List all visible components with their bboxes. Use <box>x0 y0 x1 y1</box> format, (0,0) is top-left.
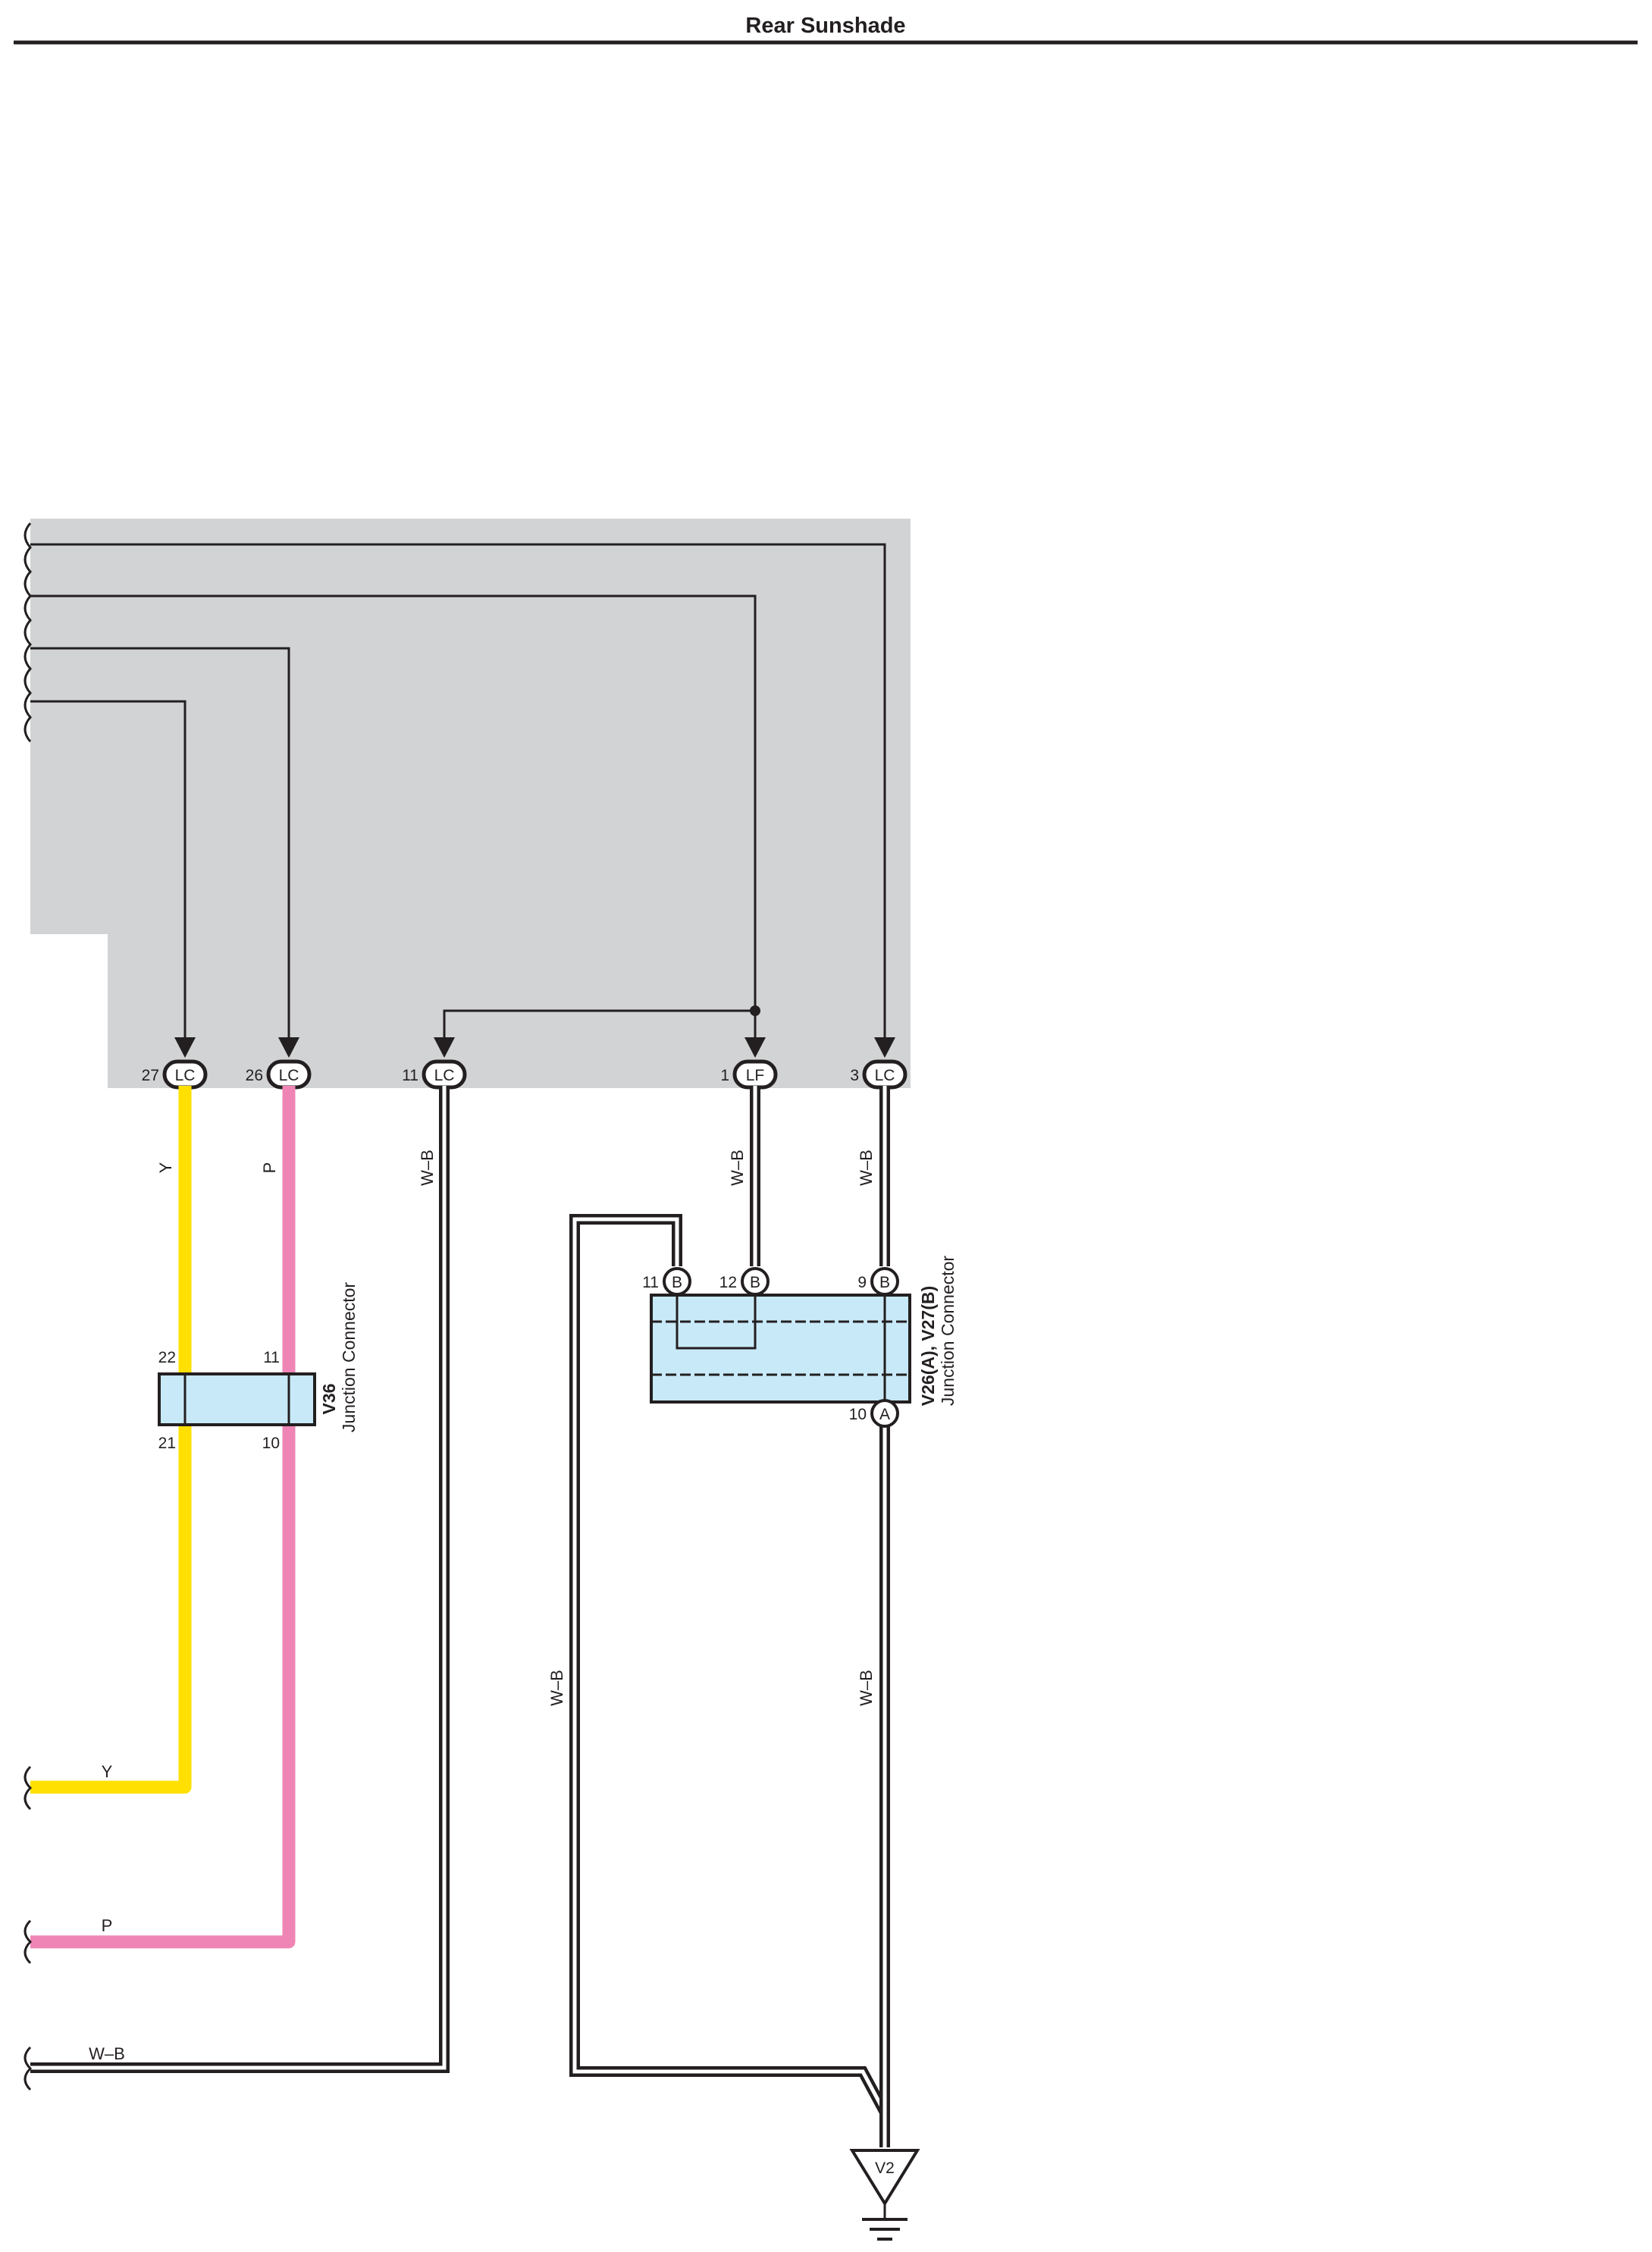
wire-label-p-vertical: P <box>260 1162 279 1174</box>
break-mark-y <box>24 1765 33 1811</box>
break-mark-p <box>24 1919 33 1965</box>
wire-label-wb-lf1: W–B <box>728 1150 747 1186</box>
terminal-code: LC <box>434 1067 455 1084</box>
arrow-1 <box>744 1037 766 1058</box>
wire-label-p-exit: P <box>102 1916 113 1935</box>
terminal-arrows <box>174 1037 895 1058</box>
terminal-pin-number: 27 <box>142 1067 159 1084</box>
v36-pin-22: 22 <box>158 1349 176 1366</box>
wire-label-wb-lc11: W–B <box>418 1150 437 1186</box>
internal-wire-lc11 <box>443 1009 755 1039</box>
terminal-circle <box>663 1267 691 1296</box>
terminal-code: LC <box>875 1067 895 1084</box>
arrow-11 <box>434 1037 455 1058</box>
terminal-pin-number: 12 <box>719 1274 737 1291</box>
terminal-pin-number: 10 <box>849 1406 867 1423</box>
arrow-3 <box>874 1037 895 1058</box>
internal-wire-lf1 <box>30 594 757 1039</box>
v36-pin-11: 11 <box>263 1349 280 1366</box>
terminal-code: A <box>879 1406 890 1423</box>
terminal-code: B <box>750 1274 760 1291</box>
wb-wire-lc11 <box>30 1086 450 2073</box>
v36-pin-21: 21 <box>158 1435 176 1452</box>
terminal-pin-number: 9 <box>857 1274 867 1291</box>
ground-v2: V2 <box>849 2149 920 2241</box>
v36-box <box>158 1372 316 1426</box>
break-marks-bottom <box>24 1765 33 2091</box>
ecu-body <box>30 519 911 1088</box>
arrow-27 <box>174 1037 196 1058</box>
internal-wire-lc3 <box>30 543 886 1039</box>
v26-terminal-2: B9 <box>857 1267 899 1296</box>
terminal-circle <box>870 1267 899 1296</box>
wb-wires <box>30 1086 890 2147</box>
wire-yellow <box>30 1086 192 1794</box>
wire-pink <box>30 1086 296 1949</box>
wire-label-wb-loop: W–B <box>547 1670 566 1706</box>
terminal-code: B <box>672 1274 682 1291</box>
page-title: Rear Sunshade <box>745 14 905 38</box>
v26-terminal-3: A 10 <box>849 1399 899 1428</box>
v36-name: V36 <box>319 1384 339 1415</box>
ground-triangle <box>849 2149 920 2207</box>
internal-wire-lc26 <box>30 647 290 1039</box>
internal-wires <box>30 543 886 1039</box>
terminal-pin-number: 3 <box>850 1067 859 1084</box>
terminal-pin-number: 11 <box>642 1274 659 1291</box>
v26-terminal-0: B 11 <box>642 1267 691 1296</box>
terminal-code: LC <box>175 1067 196 1084</box>
v36-desc: Junction Connector <box>339 1282 359 1433</box>
v26-terminal-1: B 12 <box>719 1267 770 1296</box>
splice-point <box>750 1005 760 1016</box>
v36-junction-connector: 22 11 21 10 V36 Junction Connector <box>158 1282 359 1452</box>
break-mark-wb <box>24 2046 33 2091</box>
terminal-circle <box>741 1267 770 1296</box>
internal-wire-lc27 <box>30 700 187 1039</box>
wire-label-y-vertical: Y <box>156 1162 175 1173</box>
v26-v27-junction-connector: V26(A), V27(B) Junction Connector <box>650 1256 958 1407</box>
wire-label-wb-exit: W–B <box>89 2044 125 2063</box>
terminal-code: B <box>879 1274 890 1291</box>
terminal-pin-number: 26 <box>246 1067 263 1084</box>
v26-internal-link <box>676 1295 757 1350</box>
arrow-26 <box>278 1037 299 1058</box>
wire-label-wb-ground: W–B <box>857 1670 876 1706</box>
terminal-code: LF <box>746 1067 765 1084</box>
v26-name: V26(A), V27(B) <box>918 1286 938 1406</box>
break-marks-top <box>24 522 32 742</box>
terminal-3: 1 LF <box>720 1059 778 1090</box>
v26-desc: Junction Connector <box>938 1256 958 1407</box>
v36-pin-10: 10 <box>262 1435 280 1452</box>
terminal-code: LC <box>279 1067 299 1084</box>
terminal-circle <box>870 1399 899 1428</box>
ground-name: V2 <box>875 2159 895 2177</box>
wire-label-wb-lc3: W–B <box>857 1150 876 1186</box>
wire-label-y-exit: Y <box>102 1762 113 1781</box>
terminal-pin-number: 1 <box>720 1067 729 1084</box>
terminal-pin-number: 11 <box>402 1067 418 1084</box>
